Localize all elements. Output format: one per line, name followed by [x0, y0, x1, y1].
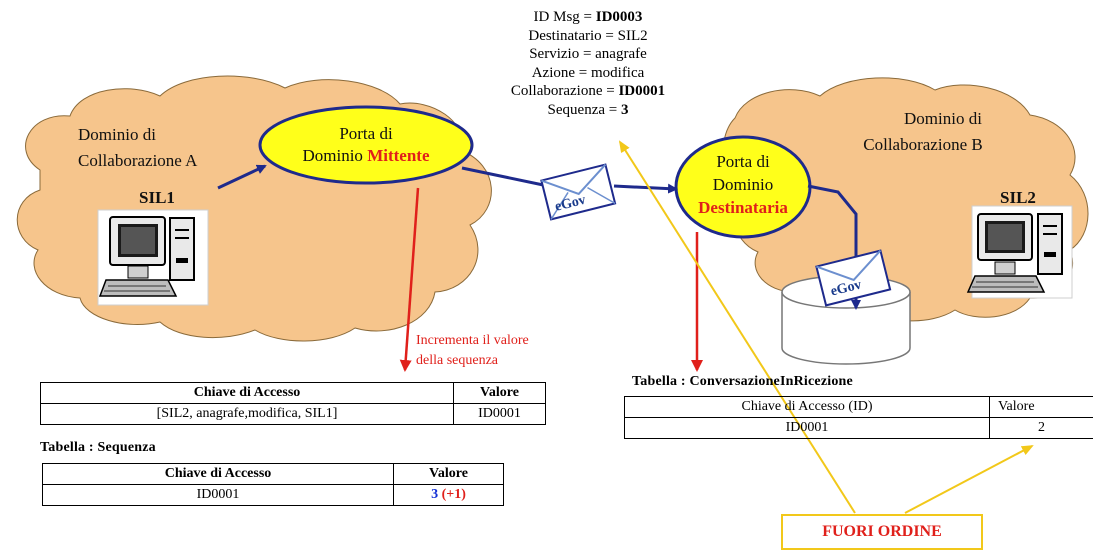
sequenza-line: Sequenza = 3	[458, 101, 718, 120]
table-sequenza-cell-value: 3 (+1)	[393, 484, 504, 506]
sequenza-label: Sequenza =	[547, 101, 621, 118]
porta-destinataria-line2: Dominio	[712, 175, 774, 194]
arrow-mittente-to-envelope	[461, 166, 549, 188]
table-ricezione-header-value: Valore	[989, 396, 1093, 418]
table-row: ID0001 2	[624, 417, 1093, 439]
table-top-header-key: Chiave di Accesso	[40, 382, 454, 404]
table-top-cell-value: ID0001	[453, 403, 546, 425]
table-row: [SIL2, anagrafe,modifica, SIL1] ID0001	[40, 403, 546, 425]
table-sequenza: Chiave di Accesso Valore ID0001 3 (+1)	[42, 463, 504, 506]
servizio-line: Servizio = anagrafe	[529, 46, 647, 62]
arrow-fuori-ordine-to-sequenza	[618, 140, 856, 514]
collaborazione-value: ID0001	[618, 83, 666, 99]
porta-mittente-ellipse	[258, 105, 474, 185]
message-id-value: ID0003	[595, 9, 643, 25]
egov-envelope-label-2: eGov	[829, 277, 863, 299]
collaborazione-label: Collaborazione =	[510, 83, 619, 99]
message-info-block: ID Msg = ID0003 Destinatario = SIL2 Serv…	[458, 8, 718, 119]
porta-destinataria-highlight: Destinataria	[698, 198, 788, 217]
sequence-value: 3	[431, 487, 439, 502]
fuori-ordine-box: FUORI ORDINE	[781, 514, 983, 550]
table-sequenza-caption: Tabella : Sequenza	[40, 440, 156, 455]
table-ricezione-caption: Tabella : ConversazioneInRicezione	[632, 374, 853, 389]
table-top-header-value: Valore	[453, 382, 546, 404]
porta-mittente-prefix: Dominio	[302, 146, 368, 165]
egov-envelope-stored: eGov	[815, 249, 892, 307]
increment-note-line1: Incrementa il valore	[416, 333, 529, 348]
computer-icon-sil2	[966, 205, 1073, 299]
increment-note: Incrementa il valore della sequenza	[416, 331, 529, 371]
sil2-label: SIL2	[1000, 188, 1036, 207]
table-chiave-collaborazione: Chiave di Accesso Valore [SIL2, anagrafe…	[40, 382, 546, 425]
domain-a-label: Dominio di Collaborazione A	[78, 122, 197, 174]
fuori-ordine-label: FUORI ORDINE	[822, 523, 942, 540]
sequenza-value: 3	[620, 101, 629, 118]
table-top-cell-key: [SIL2, anagrafe,modifica, SIL1]	[40, 403, 454, 425]
table-sequenza-header-key: Chiave di Accesso	[42, 463, 394, 485]
egov-envelope-label-1: eGov	[553, 193, 587, 215]
table-sequenza-cell-key: ID0001	[42, 484, 394, 506]
table-ricezione-header-key: Chiave di Accesso (ID)	[624, 396, 990, 418]
table-ricezione-cell-key: ID0001	[624, 417, 990, 439]
egov-envelope-transit: eGov	[540, 163, 617, 221]
porta-destinataria-line1: Porta di	[716, 152, 770, 171]
table-conversazione-ricezione: Chiave di Accesso (ID) Valore ID0001 2	[624, 396, 1093, 439]
domain-b-label-line2: Collaborazione B	[863, 135, 983, 154]
domain-a-label-line2: Collaborazione A	[78, 151, 198, 170]
message-id-label: ID Msg =	[533, 9, 596, 25]
increment-note-line2: della sequenza	[416, 353, 499, 368]
table-ricezione-cell-value: 2	[989, 417, 1093, 439]
porta-mittente-label: Porta di Dominio Mittente	[262, 123, 470, 167]
porta-mittente-line1: Porta di	[339, 124, 393, 143]
message-id-line: ID Msg = ID0003	[458, 8, 718, 27]
arrow-fuori-ordine-to-valore	[904, 445, 1034, 514]
arrow-envelope-to-destinataria	[613, 183, 678, 194]
domain-a-label-line1: Dominio di	[78, 125, 156, 144]
destinatario-line: Destinatario = SIL2	[528, 27, 648, 44]
arrow-mittente-to-sequence-table	[399, 187, 420, 372]
table-row: ID0001 3 (+1)	[42, 484, 504, 506]
table-sequenza-header-value: Valore	[393, 463, 504, 485]
arrow-sil1-to-mittente	[217, 164, 267, 190]
sil1-label: SIL1	[139, 188, 175, 207]
computer-icon-sil1	[97, 209, 209, 306]
domain-b-label: Dominio di Collaborazione B	[838, 106, 1008, 158]
azione-line: Azione = modifica	[531, 64, 645, 81]
collaborazione-line: Collaborazione = ID0001	[458, 82, 718, 101]
porta-mittente-line2: Dominio Mittente	[262, 145, 470, 167]
domain-b-label-line1: Dominio di	[904, 109, 982, 128]
porta-destinataria-label: Porta di Dominio Destinataria	[676, 150, 810, 219]
porta-mittente-highlight: Mittente	[367, 146, 430, 165]
sequence-increment: (+1)	[441, 487, 466, 502]
